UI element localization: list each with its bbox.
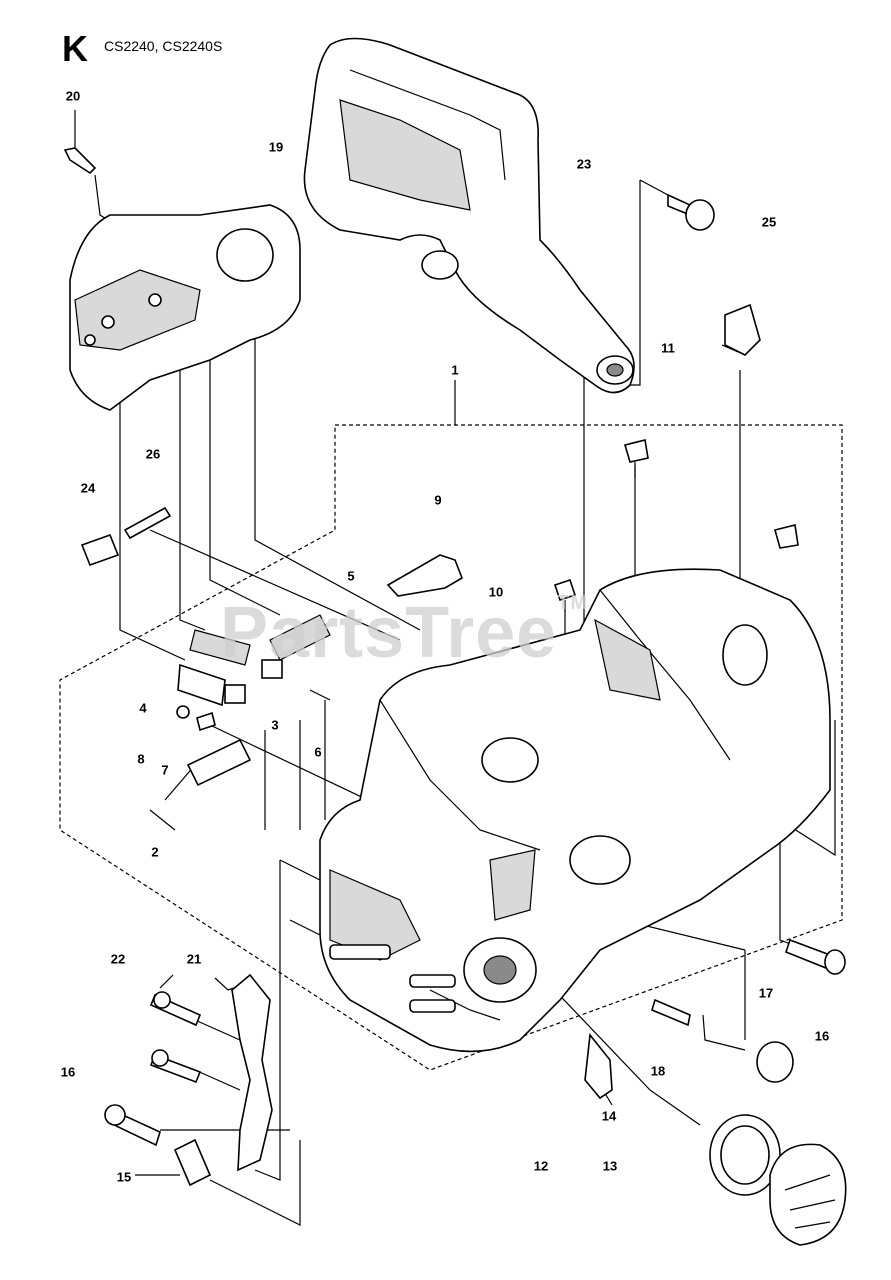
- watermark-tm: TM: [557, 592, 589, 614]
- callout-26: 26: [145, 446, 161, 462]
- cylinder-cover: [69, 204, 301, 411]
- callout-17: 17: [758, 985, 774, 1001]
- callout-14: 14: [601, 1108, 617, 1124]
- callout-6: 6: [314, 744, 322, 760]
- callout-9: 9: [434, 492, 442, 508]
- callout-21: 21: [186, 951, 202, 967]
- callout-24: 24: [80, 480, 96, 496]
- callout-4: 4: [139, 700, 147, 716]
- model-numbers: CS2240, CS2240S: [104, 38, 223, 54]
- callout-8: 8: [137, 751, 145, 767]
- assembly-outline: [59, 424, 843, 1071]
- callout-16-left: 16: [60, 1064, 76, 1080]
- callout-5: 5: [347, 568, 355, 584]
- callout-25: 25: [761, 214, 777, 230]
- callout-20: 20: [65, 88, 81, 104]
- callout-1: 1: [451, 362, 459, 378]
- crankcase: [319, 568, 831, 1053]
- callout-2: 2: [151, 844, 159, 860]
- rear-handle: [303, 37, 635, 394]
- callout-22: 22: [110, 951, 126, 967]
- callout-15: 15: [116, 1169, 132, 1185]
- callout-19: 19: [268, 139, 284, 155]
- callout-7: 7: [161, 762, 169, 778]
- callout-18: 18: [650, 1063, 666, 1079]
- leader-lines: [74, 110, 836, 1226]
- callout-3: 3: [271, 717, 279, 733]
- callout-10: 10: [488, 584, 504, 600]
- callout-16-right: 16: [814, 1028, 830, 1044]
- watermark-text: PartsTree: [220, 593, 558, 673]
- callout-23: 23: [576, 156, 592, 172]
- section-letter: K: [62, 28, 88, 69]
- small-parts: [63, 147, 847, 1246]
- partstree-watermark: PartsTreeTM: [220, 592, 588, 674]
- callout-12: 12: [533, 1158, 549, 1174]
- callout-13: 13: [602, 1158, 618, 1174]
- callout-11: 11: [661, 340, 675, 356]
